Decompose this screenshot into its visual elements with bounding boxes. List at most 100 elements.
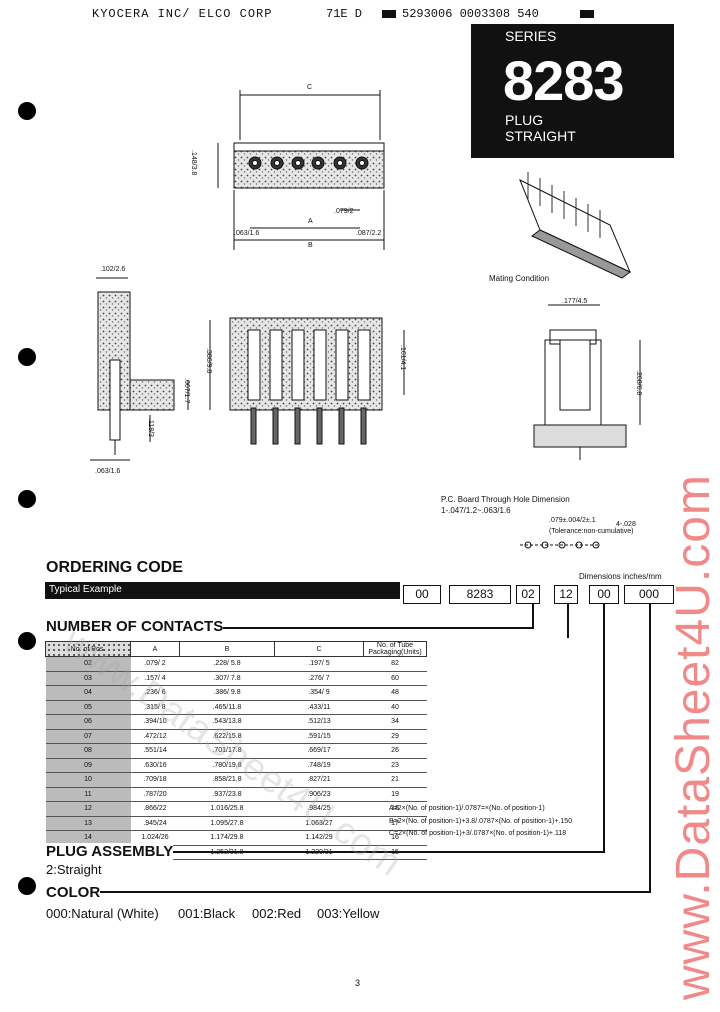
pcb-note: (Tolerance:non-cumulative) [549,528,634,535]
table-cell: 07 [45,729,131,744]
dim-268: .268/6.8 [635,370,642,396]
table-cell: 60 [363,671,427,686]
table-cell: 1.252/31.8 [179,845,275,860]
dim-148: .148/3.8 [190,150,197,176]
table-cell: .433/11 [274,700,364,715]
color-title: COLOR [46,884,101,901]
formula-c: C=2×(No. of position-1)+3/.0787×(No. of … [389,830,567,837]
table-cell: 10 [45,772,131,788]
dim-063b: .063/1.6 [95,468,121,475]
front-view [209,317,405,445]
table-cell: .315/ 8 [130,700,180,715]
table-cell: .780/19.8 [179,758,275,773]
code-box: 12 [554,585,578,604]
dim-079: .079/2 [334,208,354,215]
dim-087: .087/2.2 [356,230,382,237]
table-cell: .197/ 5 [274,656,364,672]
series-straight: STRAIGHT [505,128,576,144]
watermark: www.DataSheet4U.com [667,474,720,1000]
dim-161: .161/4.1 [399,345,406,371]
table-cell: .709/18 [130,772,180,788]
table-cell: 1.063/27 [274,816,364,831]
table-cell: 17 [363,816,427,831]
table-cell: 19 [363,787,427,802]
code-box: 02 [516,585,540,604]
table-cell: 08 [45,743,131,759]
table-cell: 34 [363,714,427,730]
table-cell: 1.016/25.8 [179,801,275,817]
table-cell: 15 [363,845,427,860]
table-cell: .937/23.8 [179,787,275,802]
table-cell: .394/10 [130,714,180,730]
table-cell: 23 [363,758,427,773]
pcb-pitch: .079±.004/2±.1 [549,517,596,524]
color-option: 000:Natural (White) [46,906,159,921]
series-number: 8283 [503,49,625,112]
series-label: SERIES [505,28,557,44]
company-name: KYOCERA INC/ ELCO CORP [92,7,273,21]
binder-hole [18,102,36,120]
technical-drawing [90,90,641,549]
table-cell: .354/ 9 [274,685,364,701]
table-cell: 26 [363,743,427,759]
table-cell: 02 [45,656,131,672]
dim-118: .118/3 [147,418,154,437]
dim-a-label: A [308,218,313,225]
barcode-mark [382,10,396,18]
color-option: 003:Yellow [317,906,380,921]
table-cell: .551/14 [130,743,180,759]
formula-a: A=2×(No. of position-1)/.0787=×(No. of p… [389,805,545,812]
table-cell: 06 [45,714,131,730]
table-cell: 05 [45,700,131,715]
isometric-sketch [519,172,631,279]
table-cell: .236/ 6 [130,685,180,701]
plug-option: 2:Straight [46,862,102,877]
table-cell: .630/16 [130,758,180,773]
plug-assembly-title: PLUG ASSEMBLY [46,843,174,860]
table-cell: 48 [363,685,427,701]
mating-condition-title: Mating Condition [489,274,550,283]
formula-b: B=2×(No. of position-1)+3.8/.0787×(No. o… [389,818,573,825]
table-cell: .079/ 2 [130,656,180,672]
pcb-title: P.C. Board Through Hole Dimension [441,495,570,504]
table-cell: .276/ 7 [274,671,364,686]
table-cell: .512/13 [274,714,364,730]
table-cell: .866/22 [130,801,180,817]
ordering-code-title: ORDERING CODE [46,559,183,576]
dim-386: .386/9.8 [205,348,212,374]
table-cell: 18 [363,801,427,817]
mating-drawing [533,304,641,460]
code-box: 00 [589,585,619,604]
pcb-hole-drawing [520,541,600,549]
table-cell: 11 [45,787,131,802]
dim-067: .067/1.7 [183,378,190,404]
side-view [90,277,189,461]
top-view [217,90,385,250]
dim-063: .063/1.6 [234,230,260,237]
dim-102: .102/2.6 [100,266,126,273]
table-cell: .472/12 [130,729,180,744]
dim-b-label: B [308,242,313,249]
header-code: 71E D [326,7,363,21]
table-cell: 09 [45,758,131,773]
table-cell: 13 [45,816,131,831]
table-cell: .906/23 [274,787,364,802]
table-cell: .386/ 9.8 [179,685,275,701]
table-cell: .228/ 5.8 [179,656,275,672]
table-header: A [130,641,180,657]
table-cell: 29 [363,729,427,744]
table-cell: 04 [45,685,131,701]
table-cell: .157/ 4 [130,671,180,686]
table-cell: 12 [45,801,131,817]
table-header-row: No. of Pos. A B C No. of Tube Packaging(… [45,641,427,657]
table-header: No. of Pos. [45,641,131,657]
